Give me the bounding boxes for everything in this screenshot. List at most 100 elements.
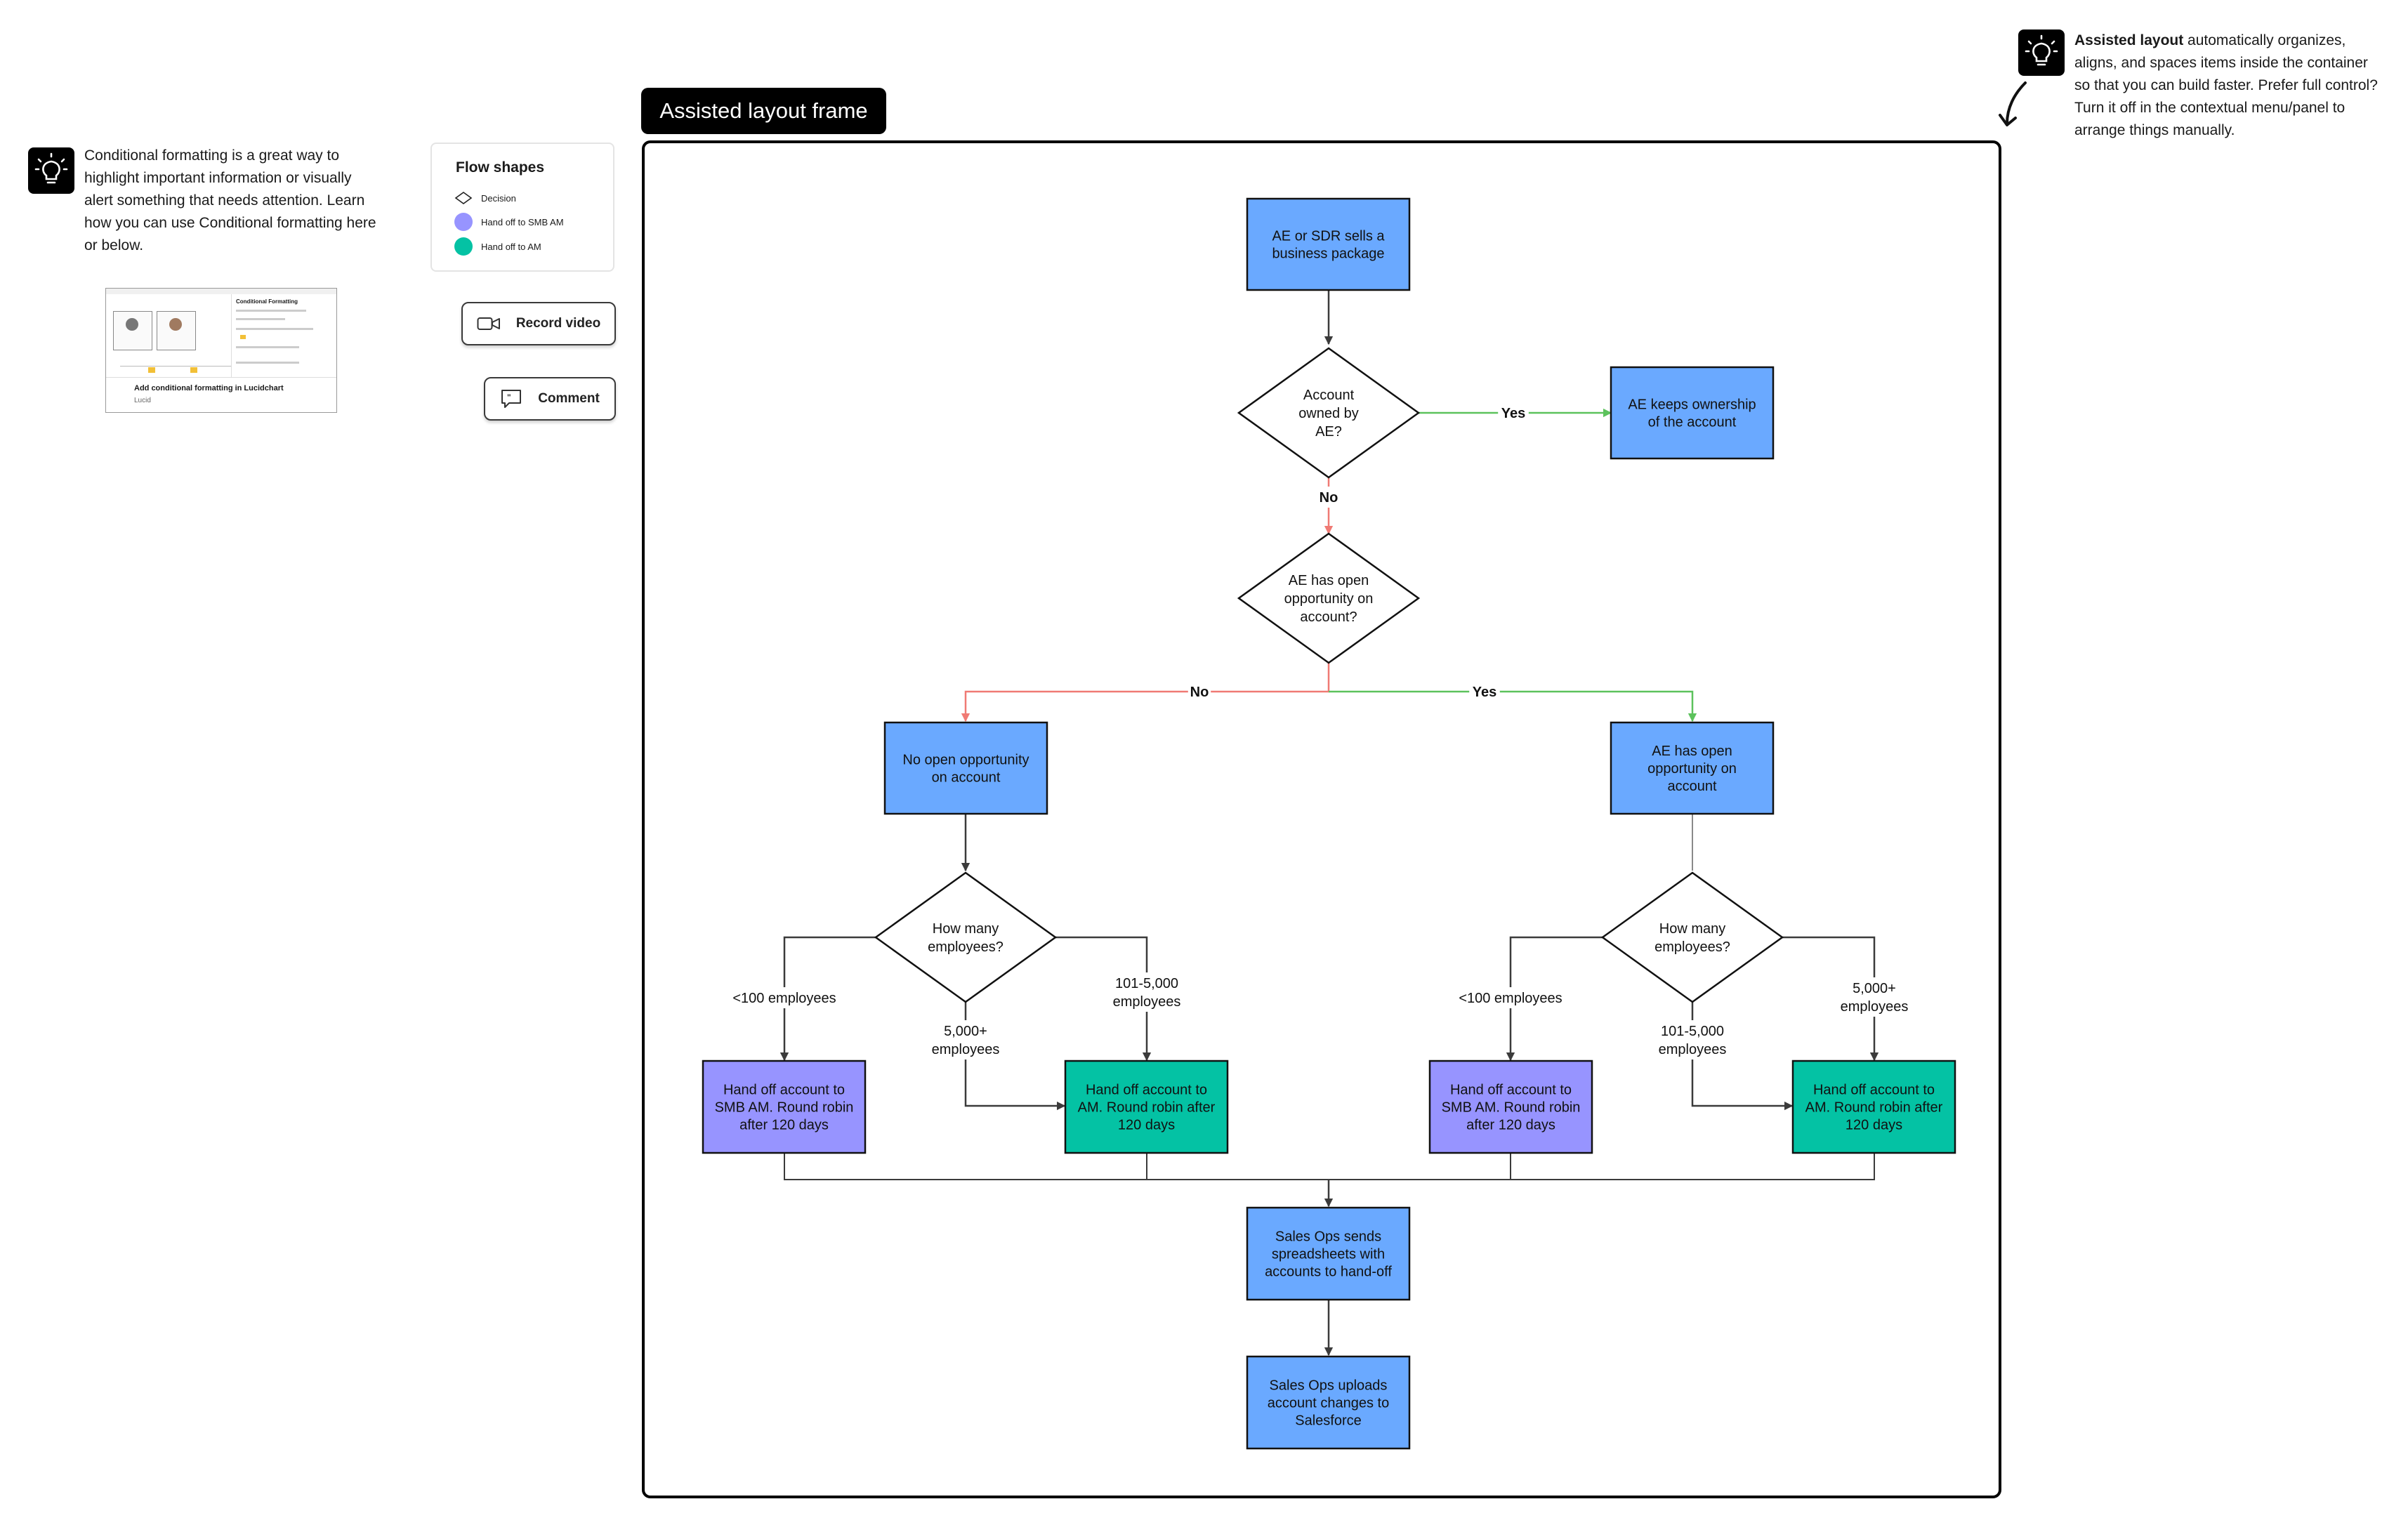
- purple-dot-icon: [454, 213, 473, 231]
- connectors: [779, 289, 1879, 1357]
- label-right-lt100-bg: [1452, 987, 1570, 1008]
- edge-right-lt100[interactable]: [1506, 936, 1603, 1062]
- node-sales-ops-uploads-shape: [1246, 1355, 1411, 1450]
- label-right-101-bg: [1653, 1020, 1732, 1060]
- node-ae-has-open-opportunity-shape: [1610, 721, 1775, 815]
- label-open-yes: Yes: [1473, 685, 1496, 700]
- conditional-formatting-video-thumbnail[interactable]: Conditional Formatting Add conditional f…: [105, 288, 337, 413]
- record-video-label: Record video: [515, 316, 601, 331]
- video-camera-icon: [477, 316, 501, 331]
- edge-open-yes[interactable]: [1329, 690, 1697, 722]
- frame-label[interactable]: Assisted layout frame: [641, 88, 886, 134]
- label-left-101-bg: [1107, 972, 1186, 1012]
- label-open-yes-bg: [1469, 681, 1500, 702]
- decision-employees-right-shape: [1600, 871, 1784, 1003]
- label-owned-yes-bg: [1498, 402, 1529, 423]
- legend-label: Hand off to SMB AM: [481, 216, 564, 227]
- label-right-5000-bg: [1835, 977, 1914, 1017]
- flow-shapes-legend: Flow shapes Decision Hand off to SMB AM …: [430, 143, 614, 272]
- legend-item-decision: Decision: [454, 189, 516, 207]
- record-video-button[interactable]: Record video: [461, 302, 616, 345]
- thumbnail-caption: Add conditional formatting in Lucidchart: [134, 384, 284, 392]
- decision-account-owned-shape: [1237, 347, 1421, 479]
- label-open-no-bg: [1187, 681, 1211, 702]
- node-am-handoff-right-shape: [1791, 1060, 1956, 1154]
- node-start-shape: [1246, 197, 1411, 291]
- assisted-layout-frame[interactable]: [642, 140, 2001, 1498]
- node-ae-keeps-ownership-shape: [1610, 366, 1775, 460]
- decision-employees-left-shape: [874, 871, 1058, 1003]
- thumbnail-panel-title: Conditional Formatting: [236, 298, 298, 305]
- label-left-lt100: <100 employees: [732, 991, 836, 1006]
- conditional-formatting-tip: Conditional formatting is a great way to…: [84, 147, 376, 253]
- label-open-no: No: [1190, 685, 1209, 700]
- legend-item-am: Hand off to AM: [454, 237, 541, 256]
- node-am-handoff-left-shape: [1064, 1060, 1229, 1154]
- label-left-5000: 5,000+employees: [932, 1024, 1000, 1057]
- lightbulb-icon: [28, 147, 74, 194]
- label-left-5000-bg: [926, 1020, 1005, 1060]
- comment-button[interactable]: " Comment: [484, 377, 616, 421]
- thumbnail-source: Lucid: [134, 397, 151, 404]
- label-owned-no-bg: [1317, 487, 1341, 508]
- edge-open-no[interactable]: [961, 661, 1330, 722]
- comment-icon: ": [500, 388, 522, 409]
- legend-item-smb: Hand off to SMB AM: [454, 213, 564, 231]
- diamond-icon: [454, 189, 473, 207]
- node-sales-ops-sends-shape: [1246, 1206, 1411, 1301]
- label-left-lt100-bg: [725, 987, 843, 1008]
- decision-ae-open-opportunity-shape: [1237, 532, 1421, 664]
- edge-right-5000[interactable]: [1782, 936, 1879, 1062]
- assisted-layout-tip: Assisted layout automatically organizes,…: [2074, 29, 2383, 142]
- label-right-lt100: <100 employees: [1459, 991, 1562, 1006]
- node-smb-handoff-left-shape: [702, 1060, 867, 1154]
- teal-dot-icon: [454, 237, 473, 256]
- svg-text:": ": [507, 392, 511, 402]
- edge-left-101[interactable]: [1055, 936, 1152, 1062]
- node-no-open-opportunity-shape: [883, 721, 1048, 815]
- legend-title: Flow shapes: [456, 159, 545, 176]
- label-owned-yes: Yes: [1501, 406, 1525, 421]
- legend-label: Decision: [481, 192, 516, 204]
- edge-left-lt100[interactable]: [779, 936, 876, 1062]
- curved-arrow-icon: [1993, 79, 2035, 136]
- node-smb-handoff-right-shape: [1428, 1060, 1593, 1154]
- assisted-layout-tip-bold: Assisted layout: [2074, 32, 2184, 48]
- legend-label: Hand off to AM: [481, 241, 541, 252]
- edge-merge-bus[interactable]: [784, 1153, 1875, 1180]
- label-right-5000: 5,000+employees: [1841, 981, 1909, 1015]
